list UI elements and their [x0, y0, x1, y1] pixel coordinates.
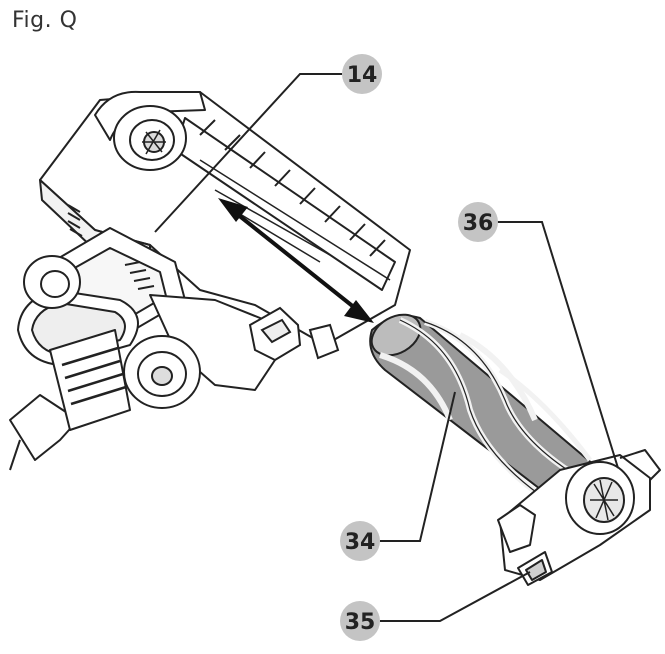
leader-line-35 — [380, 571, 531, 622]
callout-label-35: 35 — [345, 610, 376, 635]
leader-line-36 — [497, 221, 619, 469]
side-grip-ridges — [67, 204, 83, 237]
callout-36: 36 — [458, 202, 498, 242]
callout-34: 34 — [340, 521, 380, 561]
brush-roll — [369, 313, 601, 513]
release-clip — [248, 306, 340, 362]
housing-end-cap — [113, 105, 187, 171]
pivot-assembly — [9, 294, 276, 471]
leader-line-34 — [380, 391, 456, 542]
insertion-arrow — [218, 198, 374, 323]
leader-lines — [154, 73, 619, 622]
front-wheel — [123, 335, 201, 409]
swivel-joint — [17, 227, 186, 366]
brush-end-cap — [497, 449, 661, 586]
leader-line-14 — [154, 73, 342, 233]
callout-label-34: 34 — [345, 530, 376, 555]
callout-label-14: 14 — [347, 63, 378, 88]
callout-35: 35 — [340, 601, 380, 641]
callout-label-36: 36 — [463, 211, 494, 236]
callout-14: 14 — [342, 54, 382, 94]
left-knob — [23, 255, 81, 309]
figure-title: Fig. Q — [12, 8, 78, 33]
